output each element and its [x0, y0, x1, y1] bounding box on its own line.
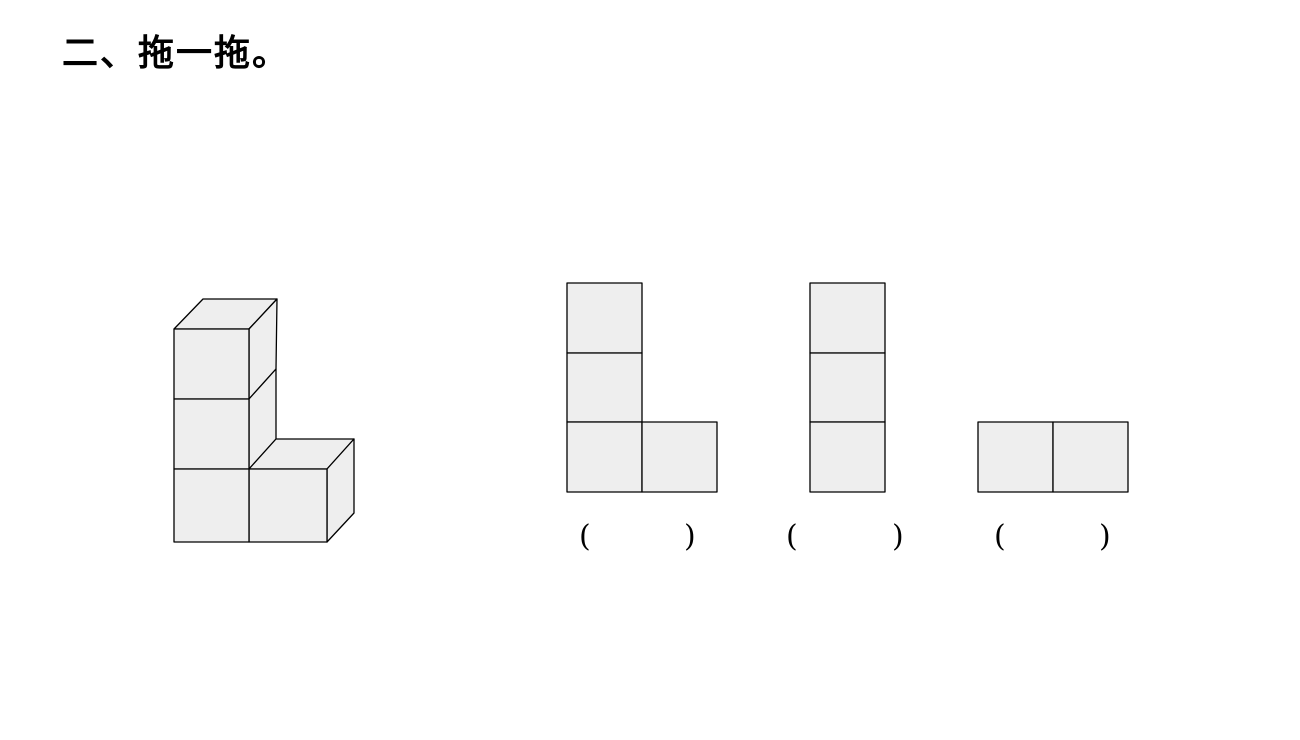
answer-slot-1[interactable]: ( ) [579, 519, 696, 554]
answer-slot-3[interactable]: ( ) [994, 519, 1111, 554]
view-square [566, 352, 643, 423]
view-square [566, 421, 643, 493]
answer-slot-2[interactable]: ( ) [786, 519, 904, 554]
close-paren: ) [684, 519, 696, 554]
cube-figure-3d[interactable] [173, 298, 355, 543]
view-square [809, 282, 886, 354]
view-square [566, 282, 643, 354]
open-paren: ( [786, 519, 798, 554]
view-option-2[interactable] [809, 282, 886, 493]
view-square [977, 421, 1054, 493]
close-paren: ) [1099, 519, 1111, 554]
cube-front-face [248, 468, 328, 543]
view-square [1052, 421, 1129, 493]
close-paren: ) [892, 519, 904, 554]
cube-front-face [173, 398, 250, 470]
cube-front-face [173, 468, 250, 543]
view-square [809, 352, 886, 423]
page-title: 二、拖一拖。 [62, 32, 291, 74]
view-option-3[interactable] [977, 421, 1129, 493]
open-paren: ( [994, 519, 1006, 554]
view-option-1[interactable] [566, 282, 718, 493]
cube-front-face [173, 328, 250, 400]
open-paren: ( [579, 519, 591, 554]
view-square [641, 421, 718, 493]
view-square [809, 421, 886, 493]
